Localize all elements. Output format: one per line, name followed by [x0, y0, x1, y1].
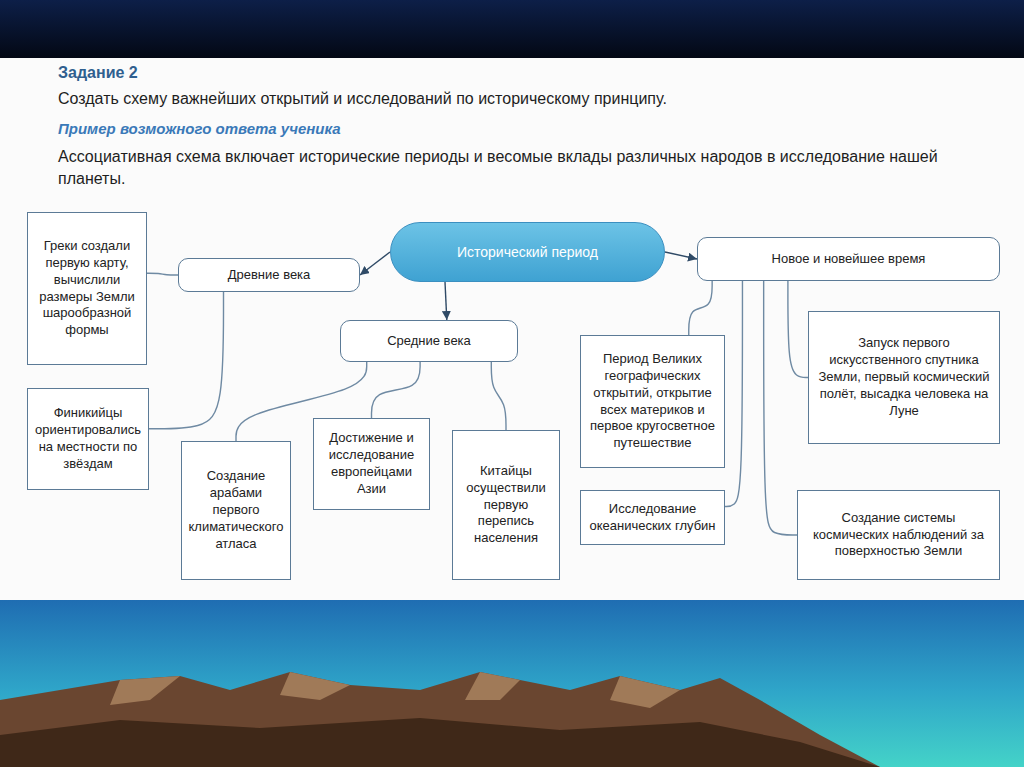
node-text: Исследование океанических глубин	[587, 501, 718, 535]
mountains	[0, 672, 880, 767]
connector-line	[725, 281, 742, 507]
bottom-band	[0, 600, 1024, 767]
top-band	[0, 0, 1024, 58]
connector-arrow	[360, 252, 390, 275]
page-area	[0, 58, 1024, 600]
process-box: Достижение и исследование европейцами Аз…	[313, 418, 430, 510]
node-text: Средние века	[387, 333, 471, 350]
node-text: Финикийцы ориентировались на местности п…	[34, 405, 142, 473]
process-box: Греки создали первую карту, вычислили ра…	[27, 212, 147, 365]
node-text: Новое и новейшее время	[772, 251, 926, 268]
connector-arrow	[445, 282, 447, 320]
mountain-light	[465, 672, 520, 700]
process-box: Финикийцы ориентировались на местности п…	[27, 388, 149, 490]
process-box: Период Великих географических открытий, …	[580, 335, 725, 468]
connector-line	[788, 281, 808, 378]
connector-line	[689, 281, 712, 335]
node-text: Греки создали первую карту, вычислили ра…	[34, 238, 140, 339]
description-text: Ассоциативная схема включает исторически…	[58, 146, 988, 191]
node-text: Исторический период	[457, 243, 598, 261]
process-box: Китайцы осуществили первую перепись насе…	[452, 430, 560, 580]
node-text: Древние века	[228, 267, 311, 284]
connector-arrow	[665, 252, 697, 259]
node-text: Создание арабами первого климатического …	[188, 468, 284, 552]
process-box: Исследование океанических глубин	[580, 490, 725, 545]
mountain-light	[110, 676, 180, 705]
connector-line	[764, 281, 797, 535]
task-heading: Задание 2	[58, 62, 958, 84]
node-text: Период Великих географических открытий, …	[587, 351, 718, 452]
task-text: Создать схему важнейших открытий и иссле…	[58, 88, 1008, 110]
connector-line	[491, 362, 506, 430]
connector-line	[372, 362, 421, 418]
connector-line	[147, 273, 178, 275]
node-text: Создание системы космических наблюдений …	[804, 510, 993, 561]
period-box: Средние века	[340, 320, 518, 362]
period-hub: Исторический период	[390, 222, 665, 282]
period-box: Новое и новейшее время	[697, 237, 1000, 281]
process-box: Создание системы космических наблюдений …	[797, 490, 1000, 580]
process-box: Запуск первого искусственного спутника З…	[808, 311, 1000, 444]
connector-line	[149, 292, 224, 429]
mountain-light	[610, 676, 680, 708]
node-text: Запуск первого искусственного спутника З…	[815, 335, 993, 419]
period-box: Древние века	[178, 258, 360, 292]
subheading: Пример возможного ответа ученика	[58, 118, 958, 139]
process-box: Создание арабами первого климатического …	[181, 441, 291, 580]
node-text: Достижение и исследование европейцами Аз…	[320, 430, 423, 498]
mountain-shadow	[0, 718, 880, 767]
mountain-light	[280, 672, 350, 700]
node-text: Китайцы осуществили первую перепись насе…	[459, 463, 553, 547]
